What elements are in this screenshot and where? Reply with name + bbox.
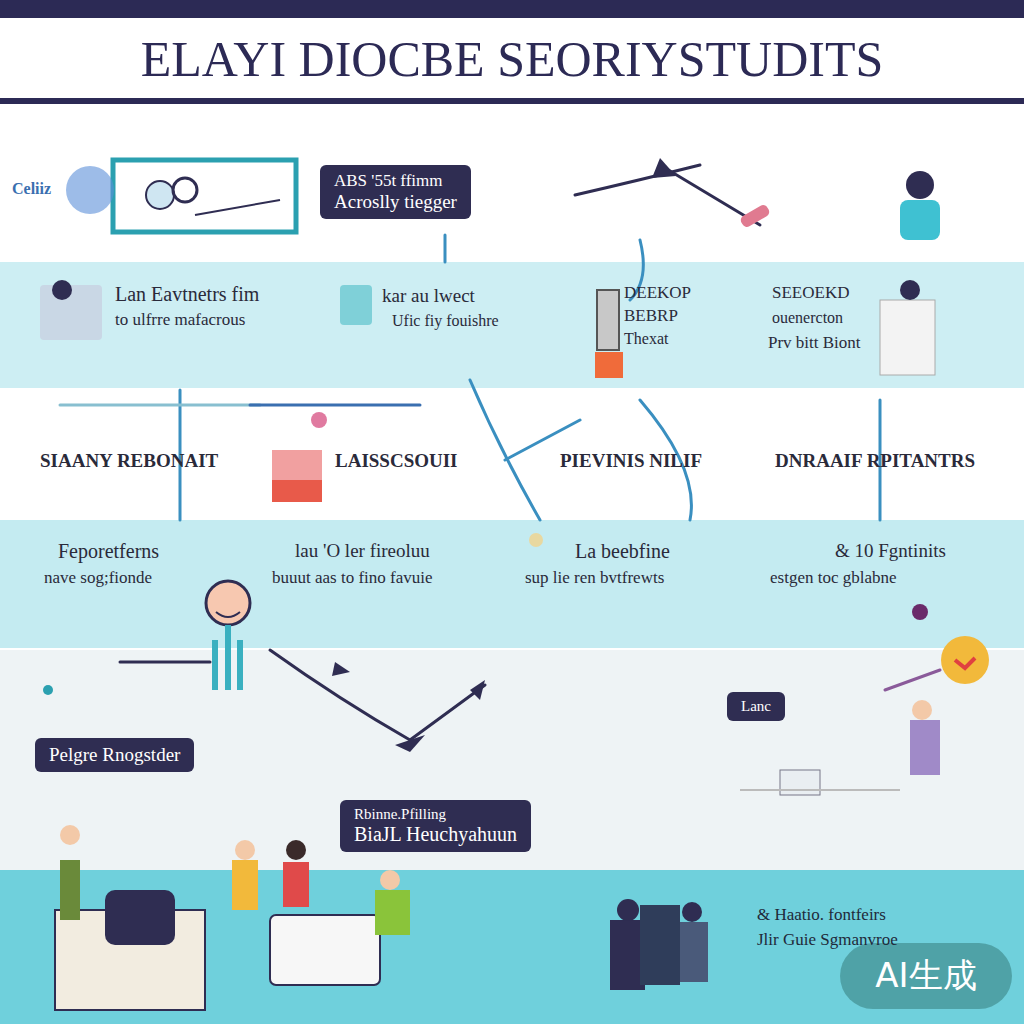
process-box: ABS '55t ffimmAcroslly tiegger: [320, 165, 471, 219]
watermark: AI生成: [875, 953, 976, 999]
band-text: buuut aas to fino favuie: [272, 568, 433, 588]
band-text: DEEKOP: [624, 283, 691, 303]
band-text: kar au lwect: [382, 285, 475, 307]
band-text: Celiiz: [12, 180, 51, 198]
node-text: Acroslly tiegger: [334, 191, 457, 213]
band-text: Thexat: [624, 330, 668, 348]
band-text: PIEVINIS NILIF: [560, 450, 702, 472]
band-text: sup lie ren bvtfrewts: [525, 568, 664, 588]
band-text: SIAANY REBONAIT: [40, 450, 218, 472]
node-text: ABS '55t ffimm: [334, 171, 457, 191]
band-text: estgen toc gblabne: [770, 568, 897, 588]
band-text: La beebfine: [575, 540, 670, 563]
process-box: Pelgre Rnogstder: [35, 738, 194, 772]
process-box: Rbinne.PfillingBiaJL Heuchyahuun: [340, 800, 531, 852]
band-text: Jlir Guie Sgmanvroe: [757, 930, 898, 950]
band-text: DNRAAIF RPITANTRS: [775, 450, 975, 472]
band-text: Ufic fiy fouishre: [392, 312, 499, 330]
band-text: SEEOEKD: [772, 283, 849, 303]
band-text: & Haatio. fontfeirs: [757, 905, 886, 925]
band-text: & 10 Fgntinits: [835, 540, 946, 562]
node-text: Rbinne.Pfilling: [354, 806, 517, 823]
title-rule: [0, 98, 1024, 104]
band-text: LAISSCSOUII: [335, 450, 458, 472]
node-text: BiaJL Heuchyahuun: [354, 823, 517, 846]
band-text: nave sog;fionde: [44, 568, 152, 588]
band-text: Feporetferns: [58, 540, 159, 563]
band-text: to ulfrre mafacrous: [115, 310, 245, 330]
diagram-title: ELAYI DIOCBE SEORIYSTUDITS: [141, 30, 884, 88]
node-text: Pelgre Rnogstder: [49, 744, 180, 766]
node-text: Lanc: [741, 698, 771, 715]
top-bar: [0, 0, 1024, 18]
band-text: ouenercton: [772, 309, 843, 327]
band-text: Lan Eavtnetrs fim: [115, 283, 259, 306]
process-box: Lanc: [727, 692, 785, 721]
band-text: BEBRP: [624, 306, 678, 326]
band-text: Prv bitt Biont: [768, 333, 861, 353]
band-text: lau 'O ler fireoluu: [295, 540, 430, 562]
